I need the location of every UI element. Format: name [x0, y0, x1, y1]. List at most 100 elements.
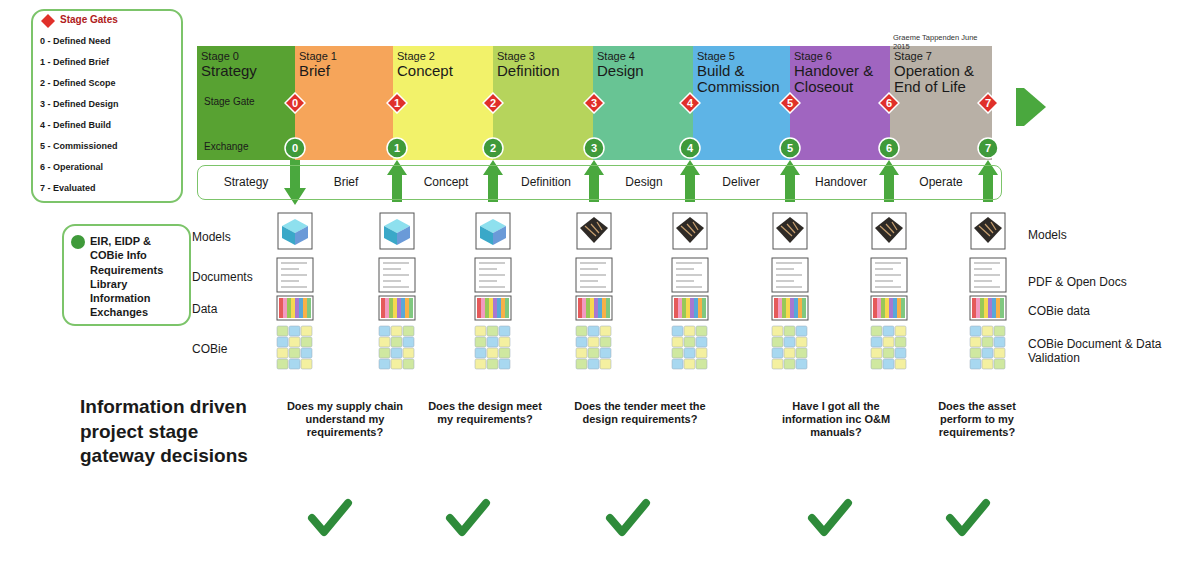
stage-number: Stage 7	[894, 50, 988, 63]
model-block	[295, 226, 308, 245]
stage-name: Operation & End of Life	[894, 63, 988, 95]
cobie-cell	[796, 348, 807, 358]
cobie-cell	[403, 359, 414, 369]
data-bar	[996, 298, 1000, 318]
model-wall	[991, 222, 996, 230]
cobie-cell	[982, 337, 993, 347]
data-bar	[877, 298, 881, 318]
data-bar	[409, 298, 413, 318]
cobie-cell	[994, 337, 1005, 347]
document-icon	[475, 258, 511, 292]
data-bar	[381, 298, 385, 318]
data-bar	[976, 298, 980, 318]
exchange-number: 7	[977, 137, 999, 159]
cobie-cell	[772, 337, 783, 347]
data-bar	[901, 298, 905, 318]
data-bar	[477, 298, 481, 318]
data-bar	[283, 298, 287, 318]
exchange-arrow	[879, 160, 899, 202]
document-line	[281, 287, 307, 288]
data-bar	[980, 298, 984, 318]
circle-shape	[680, 138, 700, 158]
cobie-cell	[994, 348, 1005, 358]
document-line	[676, 281, 694, 282]
data-bar	[295, 298, 299, 318]
icon-column	[871, 213, 907, 369]
document-icon	[772, 258, 808, 292]
cobie-cell	[883, 326, 894, 336]
cobie-cell	[784, 348, 795, 358]
data-bar	[501, 298, 505, 318]
data-bar	[992, 298, 996, 318]
model-frame	[673, 213, 707, 249]
cobie-cell	[871, 337, 882, 347]
gate-number: 4	[679, 92, 701, 114]
cobie-cell	[696, 326, 707, 336]
check-mark	[812, 503, 848, 532]
model-plan	[974, 217, 1002, 243]
phase-name: Strategy	[224, 175, 269, 189]
row-label: COBie Document & Data Validation	[1028, 337, 1168, 366]
icon-column	[772, 213, 808, 369]
cobie-cell	[982, 359, 993, 369]
model-block	[282, 226, 295, 245]
circle-sample	[71, 235, 85, 249]
cobie-cell	[784, 359, 795, 369]
cobie-cell	[391, 348, 402, 358]
gate-number: 1	[386, 92, 408, 114]
cobie-cell	[895, 337, 906, 347]
cobie-cell	[796, 326, 807, 336]
stage-name: Build & Commission	[697, 63, 786, 95]
stage-gate-diamond: 2	[482, 92, 504, 114]
document-line	[974, 275, 1000, 276]
model-block	[493, 226, 506, 245]
cobie-cell	[576, 337, 587, 347]
cobie-cell	[379, 326, 390, 336]
gateway-question: Does my supply chain understand my requi…	[272, 400, 418, 440]
document-line	[875, 287, 901, 288]
gateway-question: Does the design meet my requirements?	[428, 400, 542, 426]
model-frame	[278, 213, 312, 249]
document-line	[974, 269, 992, 270]
cobie-cell	[784, 326, 795, 336]
exchange-arrow	[483, 160, 503, 202]
data-frame	[871, 296, 907, 320]
document-icon	[672, 258, 708, 292]
cobie-cell	[277, 359, 288, 369]
cobie-cell	[684, 326, 695, 336]
legend-swatch	[40, 13, 56, 29]
check-mark	[950, 503, 986, 532]
data-frame	[379, 296, 415, 320]
model-wall	[985, 224, 993, 233]
exchange-circle: 2	[482, 137, 504, 159]
data-bar	[489, 298, 493, 318]
check-mark	[312, 503, 348, 532]
diamond-shape	[584, 93, 604, 113]
stage-number: Stage 4	[597, 50, 689, 63]
row-label: COBie	[192, 342, 264, 356]
data-bar	[690, 298, 694, 318]
document-line	[875, 275, 901, 276]
cobie-cell	[487, 326, 498, 336]
gateway-question: Have I got all the information inc O&M m…	[765, 400, 907, 440]
stage-band: Stage 7Operation & End of Life	[890, 46, 992, 160]
row-label: Exchange	[204, 141, 274, 153]
data-bar	[782, 298, 786, 318]
model-frame	[380, 213, 414, 249]
cobie-cell	[871, 348, 882, 358]
data-bar	[881, 298, 885, 318]
cobie-cell	[277, 326, 288, 336]
stage-name: Strategy	[201, 63, 291, 79]
stage-number: Stage 2	[397, 50, 489, 63]
document-line	[383, 287, 409, 288]
cobie-cell	[391, 359, 402, 369]
document-icon	[970, 258, 1006, 292]
cobie-cell	[600, 326, 611, 336]
data-bar	[702, 298, 706, 318]
cobie-cell	[499, 326, 510, 336]
legend-text: Stage Gates	[60, 13, 118, 26]
gate-definition: 4 - Defined Build	[40, 120, 178, 131]
data-frame	[576, 296, 612, 320]
row-label: Documents	[192, 270, 264, 284]
